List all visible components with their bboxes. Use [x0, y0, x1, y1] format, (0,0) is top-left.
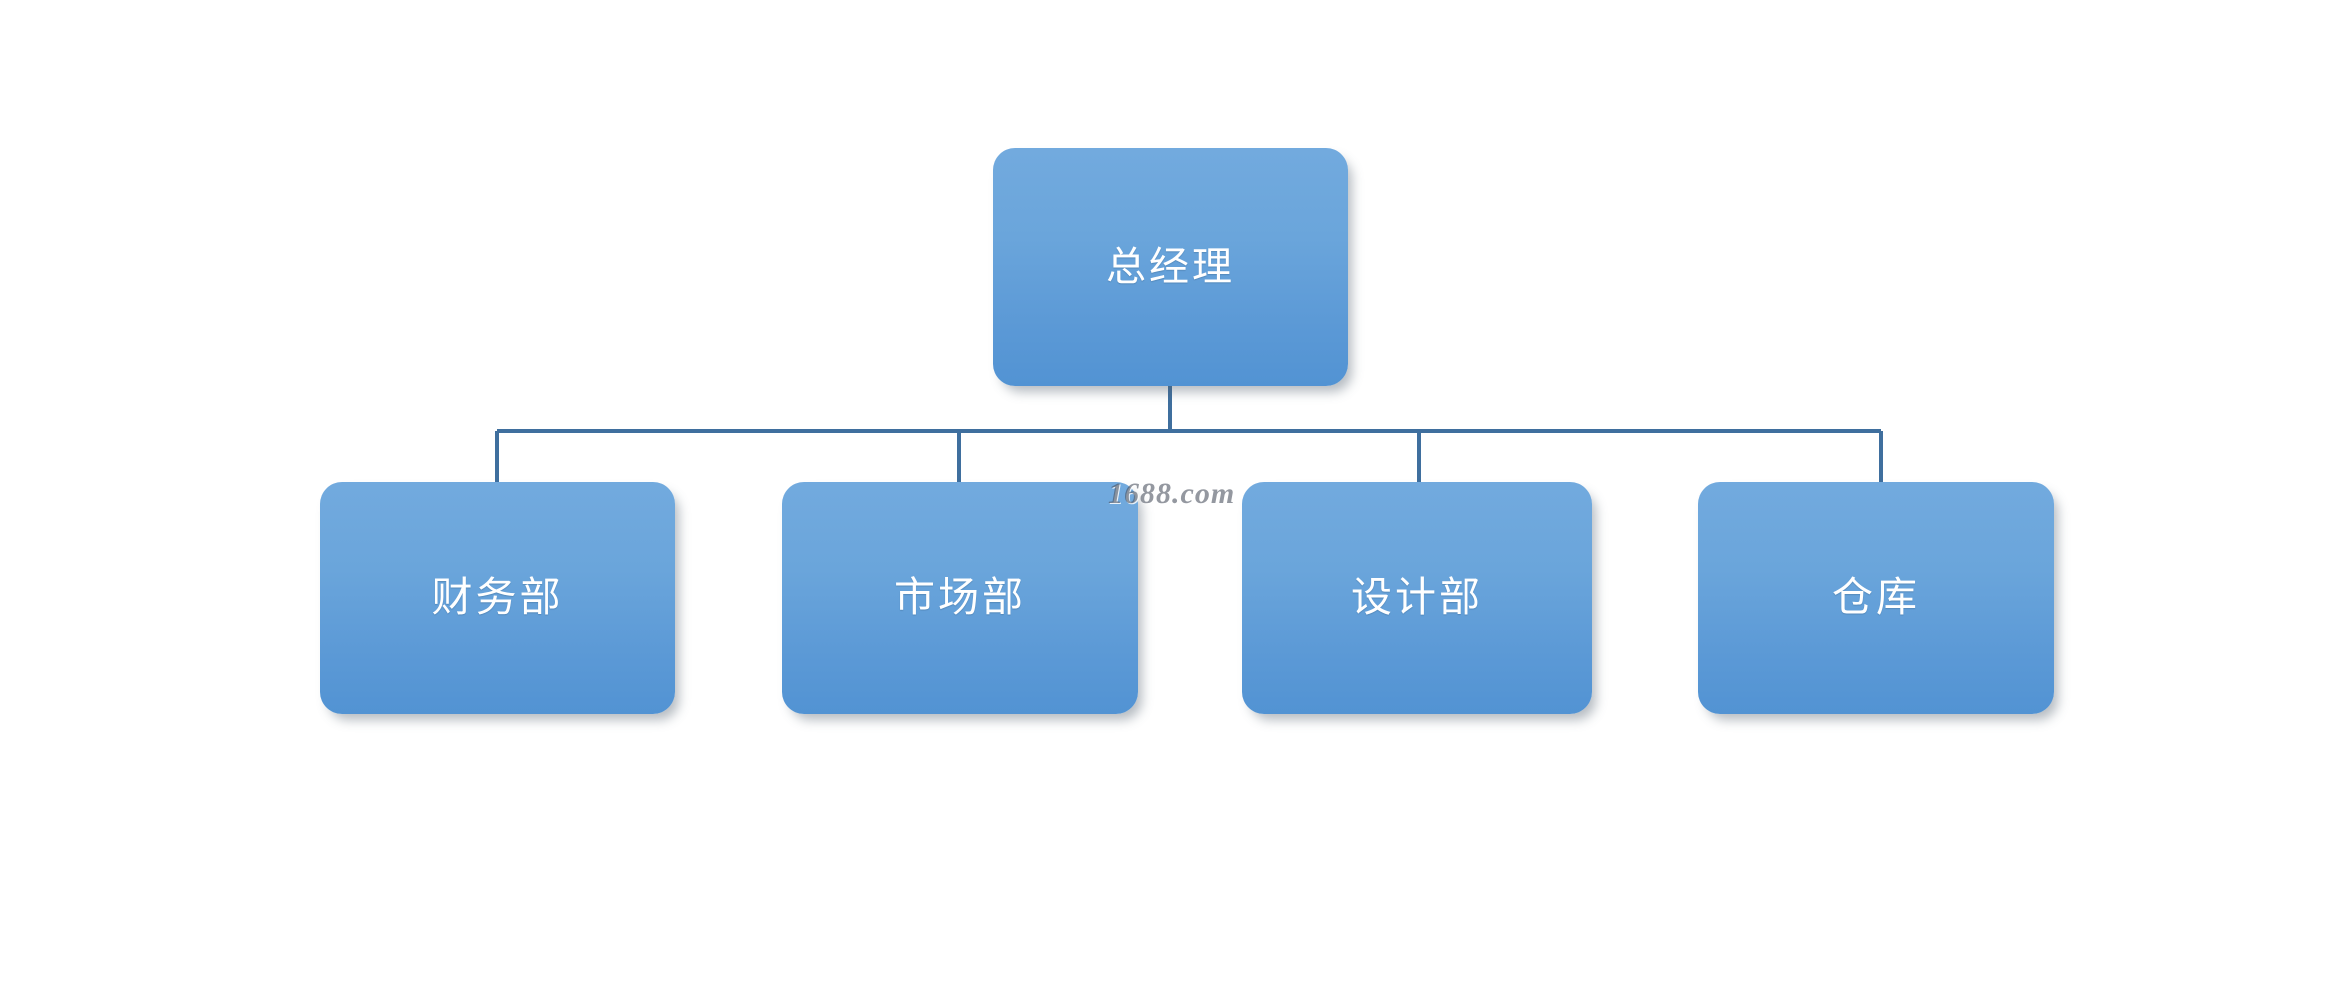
org-node-finance[interactable]: 财务部 — [320, 482, 675, 714]
org-node-design-label: 设计部 — [1351, 574, 1483, 621]
org-node-finance-label: 财务部 — [431, 574, 564, 621]
org-node-root-label: 总经理 — [1106, 245, 1235, 289]
watermark-text: 1688.com — [1108, 477, 1236, 510]
org-node-warehouse-label: 仓库 — [1832, 574, 1920, 621]
org-node-market[interactable]: 市场部 — [782, 482, 1138, 714]
org-node-root[interactable]: 总经理 — [993, 148, 1348, 386]
org-node-market-label: 市场部 — [894, 574, 1026, 621]
org-node-warehouse[interactable]: 仓库 — [1698, 482, 2054, 714]
org-node-design[interactable]: 设计部 — [1242, 482, 1592, 714]
